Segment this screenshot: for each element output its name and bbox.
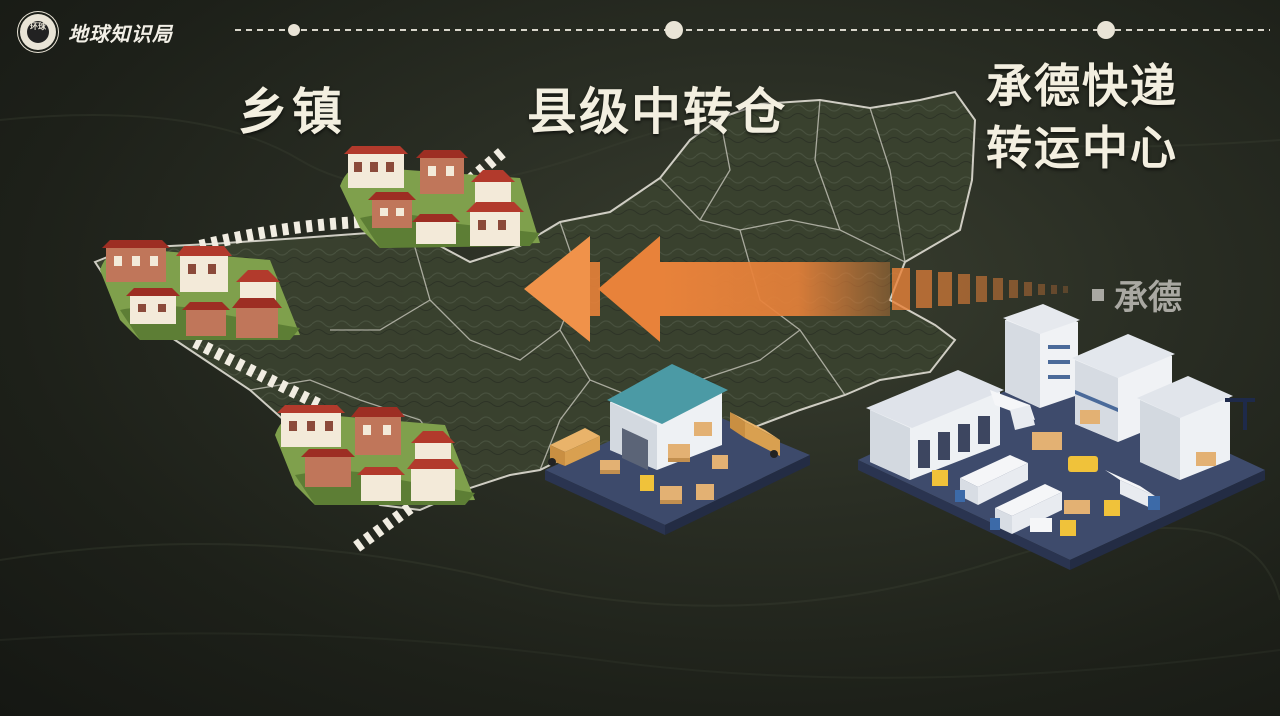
township-flow-dashes [192, 145, 509, 553]
town-cluster-icon [275, 405, 475, 505]
transfer-center-heading: 承德快递 转运中心 [986, 55, 1178, 179]
town-cluster-icon [100, 240, 300, 340]
transfer-center-line2: 转运中心 [986, 121, 1178, 175]
top-timeline [235, 21, 1270, 39]
town-cluster-icon [340, 146, 540, 248]
location-marker-icon [1092, 288, 1104, 301]
logistics-center-icon [858, 304, 1265, 570]
brand-name: 地球知识局 [68, 21, 173, 46]
transfer-center-line1: 承德快递 [986, 59, 1178, 113]
flow-arrow-icon [524, 236, 1068, 342]
county-transit-heading: 县级中转仓 [527, 82, 787, 141]
township-heading: 乡镇 [238, 82, 346, 141]
county-borders [249, 99, 906, 489]
brand-logo: 环球 地球知识局 [20, 10, 173, 54]
background-terrain [0, 104, 1280, 679]
globe-icon: 环球 [20, 14, 56, 50]
county-warehouse-icon [545, 364, 810, 535]
brand-badge-text: 环球 [27, 21, 49, 43]
city-name: 承德 [1114, 278, 1182, 318]
city-label: 承德 [1092, 270, 1182, 319]
